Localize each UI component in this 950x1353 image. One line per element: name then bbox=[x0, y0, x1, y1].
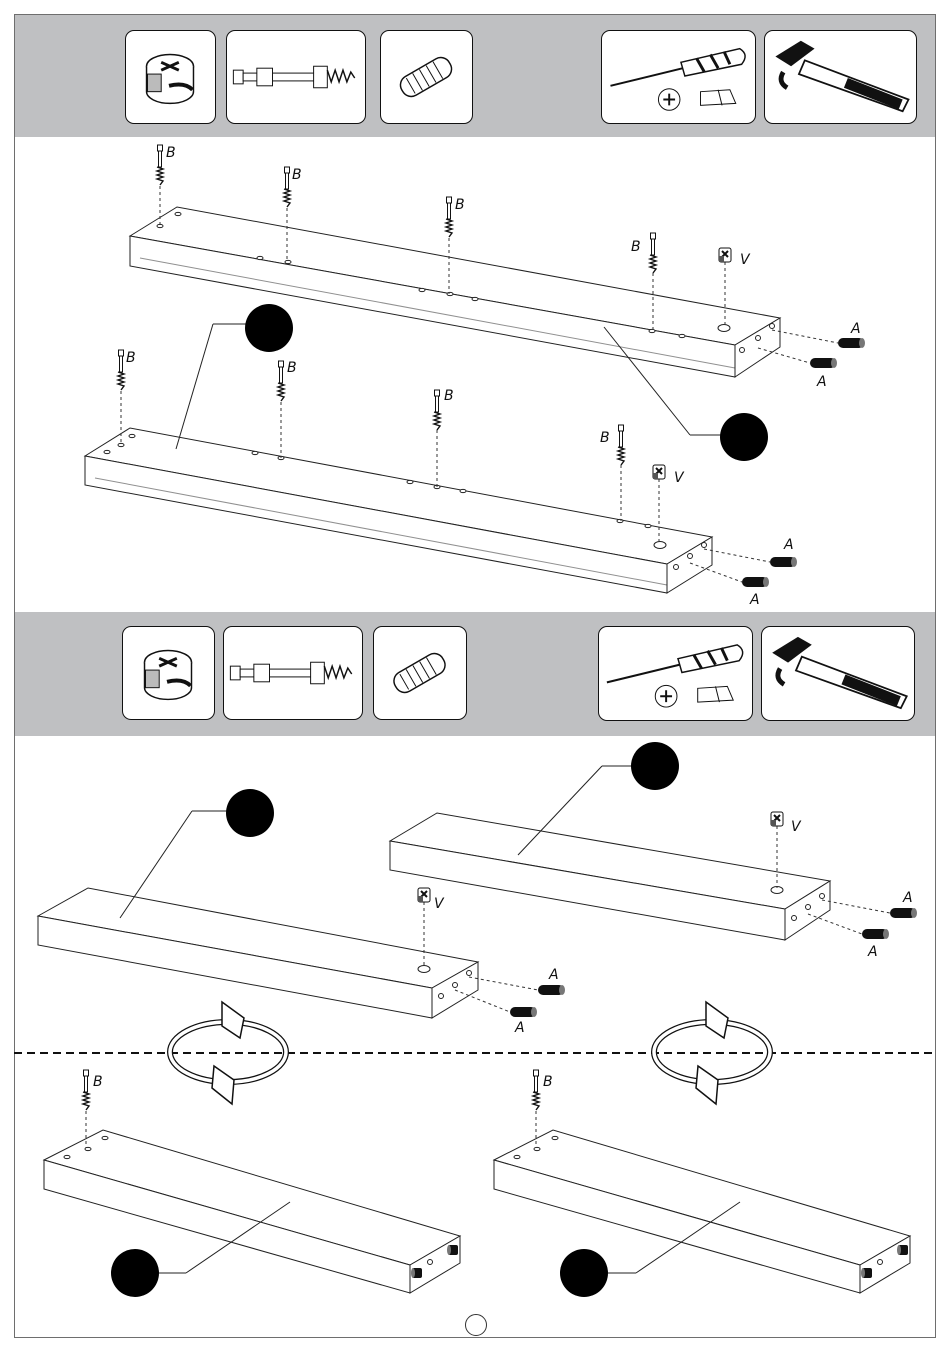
label-a: A bbox=[902, 890, 913, 906]
step-badge bbox=[631, 742, 679, 790]
label-b: B bbox=[93, 1074, 103, 1090]
label-b: B bbox=[287, 360, 297, 376]
label-b: B bbox=[631, 239, 641, 255]
step-badge bbox=[560, 1249, 608, 1297]
label-v: V bbox=[740, 252, 751, 268]
label-b: B bbox=[126, 350, 136, 366]
board-6-hardware bbox=[533, 1070, 539, 1148]
label-b: B bbox=[455, 197, 465, 213]
step-badge bbox=[111, 1249, 159, 1297]
step-badge bbox=[245, 304, 293, 352]
label-v: V bbox=[791, 819, 802, 835]
label-b: B bbox=[444, 388, 454, 404]
label-b: B bbox=[292, 167, 302, 183]
step-badge bbox=[720, 413, 768, 461]
label-a: A bbox=[548, 967, 559, 983]
label-b: B bbox=[543, 1074, 553, 1090]
label-a: A bbox=[749, 592, 760, 608]
label-a: A bbox=[783, 537, 794, 553]
label-a: A bbox=[816, 374, 827, 390]
board-6 bbox=[494, 1130, 910, 1293]
label-v: V bbox=[434, 896, 445, 912]
step-badge bbox=[226, 789, 274, 837]
board-3 bbox=[38, 888, 478, 1018]
board-2 bbox=[85, 428, 712, 593]
board-1 bbox=[130, 207, 780, 377]
label-b: B bbox=[600, 430, 610, 446]
label-b: B bbox=[166, 145, 176, 161]
label-a: A bbox=[867, 944, 878, 960]
label-v: V bbox=[674, 470, 685, 486]
board-5-hardware bbox=[83, 1070, 89, 1148]
label-a: A bbox=[850, 321, 861, 337]
page-number bbox=[465, 1314, 487, 1336]
board-4 bbox=[390, 813, 830, 940]
board-5 bbox=[44, 1130, 460, 1293]
label-a: A bbox=[514, 1020, 525, 1036]
